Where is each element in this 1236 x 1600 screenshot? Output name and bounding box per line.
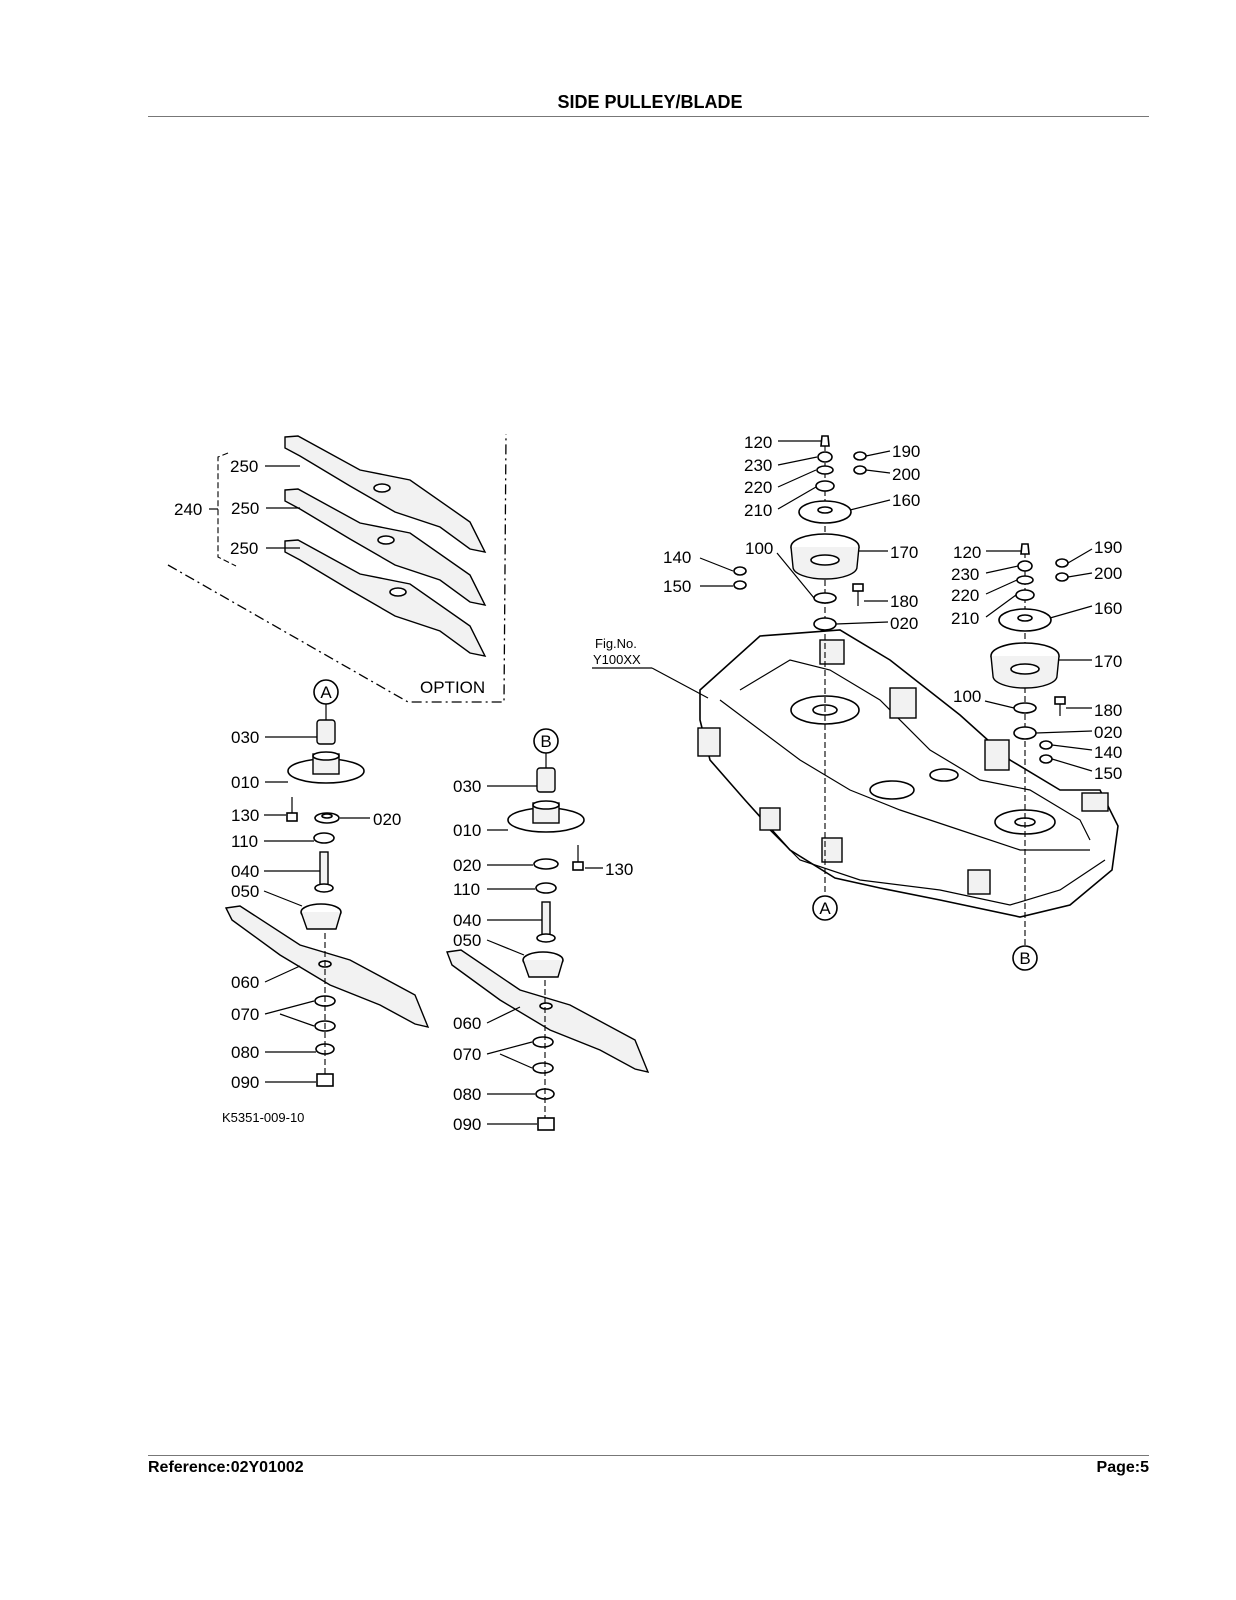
label-dr-190: 190: [1094, 538, 1122, 557]
drawing-code: K5351-009-10: [222, 1110, 304, 1125]
label-a-110: 110: [231, 832, 258, 851]
label-dr-210: 210: [951, 609, 979, 628]
label-a-070: 070: [231, 1005, 259, 1024]
label-a-020: 020: [373, 810, 401, 829]
marker-a-bottom-letter: A: [819, 899, 831, 918]
label-dl-230: 230: [744, 456, 772, 475]
page-title: SIDE PULLEY/BLADE: [557, 92, 743, 112]
label-b-050: 050: [453, 931, 481, 950]
label-a-090: 090: [231, 1073, 259, 1092]
part-collar: [316, 719, 336, 745]
label-dr-230: 230: [951, 565, 979, 584]
label-dr-150: 150: [1094, 764, 1122, 783]
label-a-050: 050: [231, 882, 259, 901]
label-dl-140: 140: [663, 548, 691, 567]
label-b-130: 130: [605, 860, 633, 879]
label-dl-100: 100: [745, 539, 773, 558]
label-dr-170: 170: [1094, 652, 1122, 671]
label-dl-120: 120: [744, 433, 772, 452]
label-dr-120: 120: [953, 543, 981, 562]
option-blade-kit: 240 250 250 250 OPTION: [167, 433, 507, 703]
option-blade-1: [284, 435, 487, 553]
header-divider: [148, 116, 1149, 117]
label-b-070: 070: [453, 1045, 481, 1064]
label-b-010: 010: [453, 821, 481, 840]
footer-page-number: Page:5: [1096, 1459, 1149, 1476]
label-dr-020: 020: [1094, 723, 1122, 742]
option-blade-3: [284, 539, 487, 657]
label-a-040: 040: [231, 862, 259, 881]
label-a-030: 030: [231, 728, 259, 747]
label-dl-170: 170: [890, 543, 918, 562]
label-b-060: 060: [453, 1014, 481, 1033]
label-b-020: 020: [453, 856, 481, 875]
label-dl-180: 180: [890, 592, 918, 611]
label-a-080: 080: [231, 1043, 259, 1062]
label-dl-150: 150: [663, 577, 691, 596]
label-dr-180: 180: [1094, 701, 1122, 720]
label-a-060: 060: [231, 973, 259, 992]
label-dl-210: 210: [744, 501, 772, 520]
label-dr-100: 100: [953, 687, 981, 706]
label-b-090: 090: [453, 1115, 481, 1134]
spindle-assembly-b: B: [446, 728, 650, 1134]
option-boundary: [167, 433, 507, 703]
label-dr-200: 200: [1094, 564, 1122, 583]
label-dl-190: 190: [892, 442, 920, 461]
label-b-080: 080: [453, 1085, 481, 1104]
marker-a-top-letter: A: [320, 683, 332, 702]
label-dl-160: 160: [892, 491, 920, 510]
label-a-130: 130: [231, 806, 259, 825]
label-b-030: 030: [453, 777, 481, 796]
deck-right-pulley-stack: 120 230 220 210 190 200 160 170 100 180 …: [951, 538, 1122, 783]
marker-a-bottom: [812, 895, 838, 921]
spindle-assembly-a: A: [222, 679, 430, 1125]
marker-b-top-letter: B: [540, 732, 551, 751]
label-250-b: 250: [231, 499, 259, 518]
marker-b-bottom-letter: B: [1019, 949, 1030, 968]
label-dr-140: 140: [1094, 743, 1122, 762]
label-240: 240: [174, 500, 202, 519]
fig-no-label: Fig.No.: [595, 636, 637, 651]
label-250-c: 250: [230, 539, 258, 558]
label-dl-220: 220: [744, 478, 772, 497]
label-a-010: 010: [231, 773, 259, 792]
label-dr-160: 160: [1094, 599, 1122, 618]
label-b-110: 110: [453, 880, 480, 899]
kit-bracket: [217, 452, 237, 567]
label-250-a: 250: [230, 457, 258, 476]
label-b-040: 040: [453, 911, 481, 930]
label-dl-200: 200: [892, 465, 920, 484]
option-blade-2: [284, 488, 487, 606]
label-dl-020: 020: [890, 614, 918, 633]
option-label: OPTION: [420, 678, 485, 697]
label-dr-220: 220: [951, 586, 979, 605]
deck-left-pulley-stack: 120 230 220 210 190 200 160 140 150 100 …: [663, 433, 920, 633]
fig-no-value: Y100XX: [593, 652, 641, 667]
mower-deck: A B Fig.No. Y100XX: [592, 445, 1119, 971]
footer-reference: Reference:02Y01002: [148, 1459, 304, 1476]
footer-divider: [148, 1455, 1149, 1456]
marker-b-bottom: [1012, 945, 1038, 971]
